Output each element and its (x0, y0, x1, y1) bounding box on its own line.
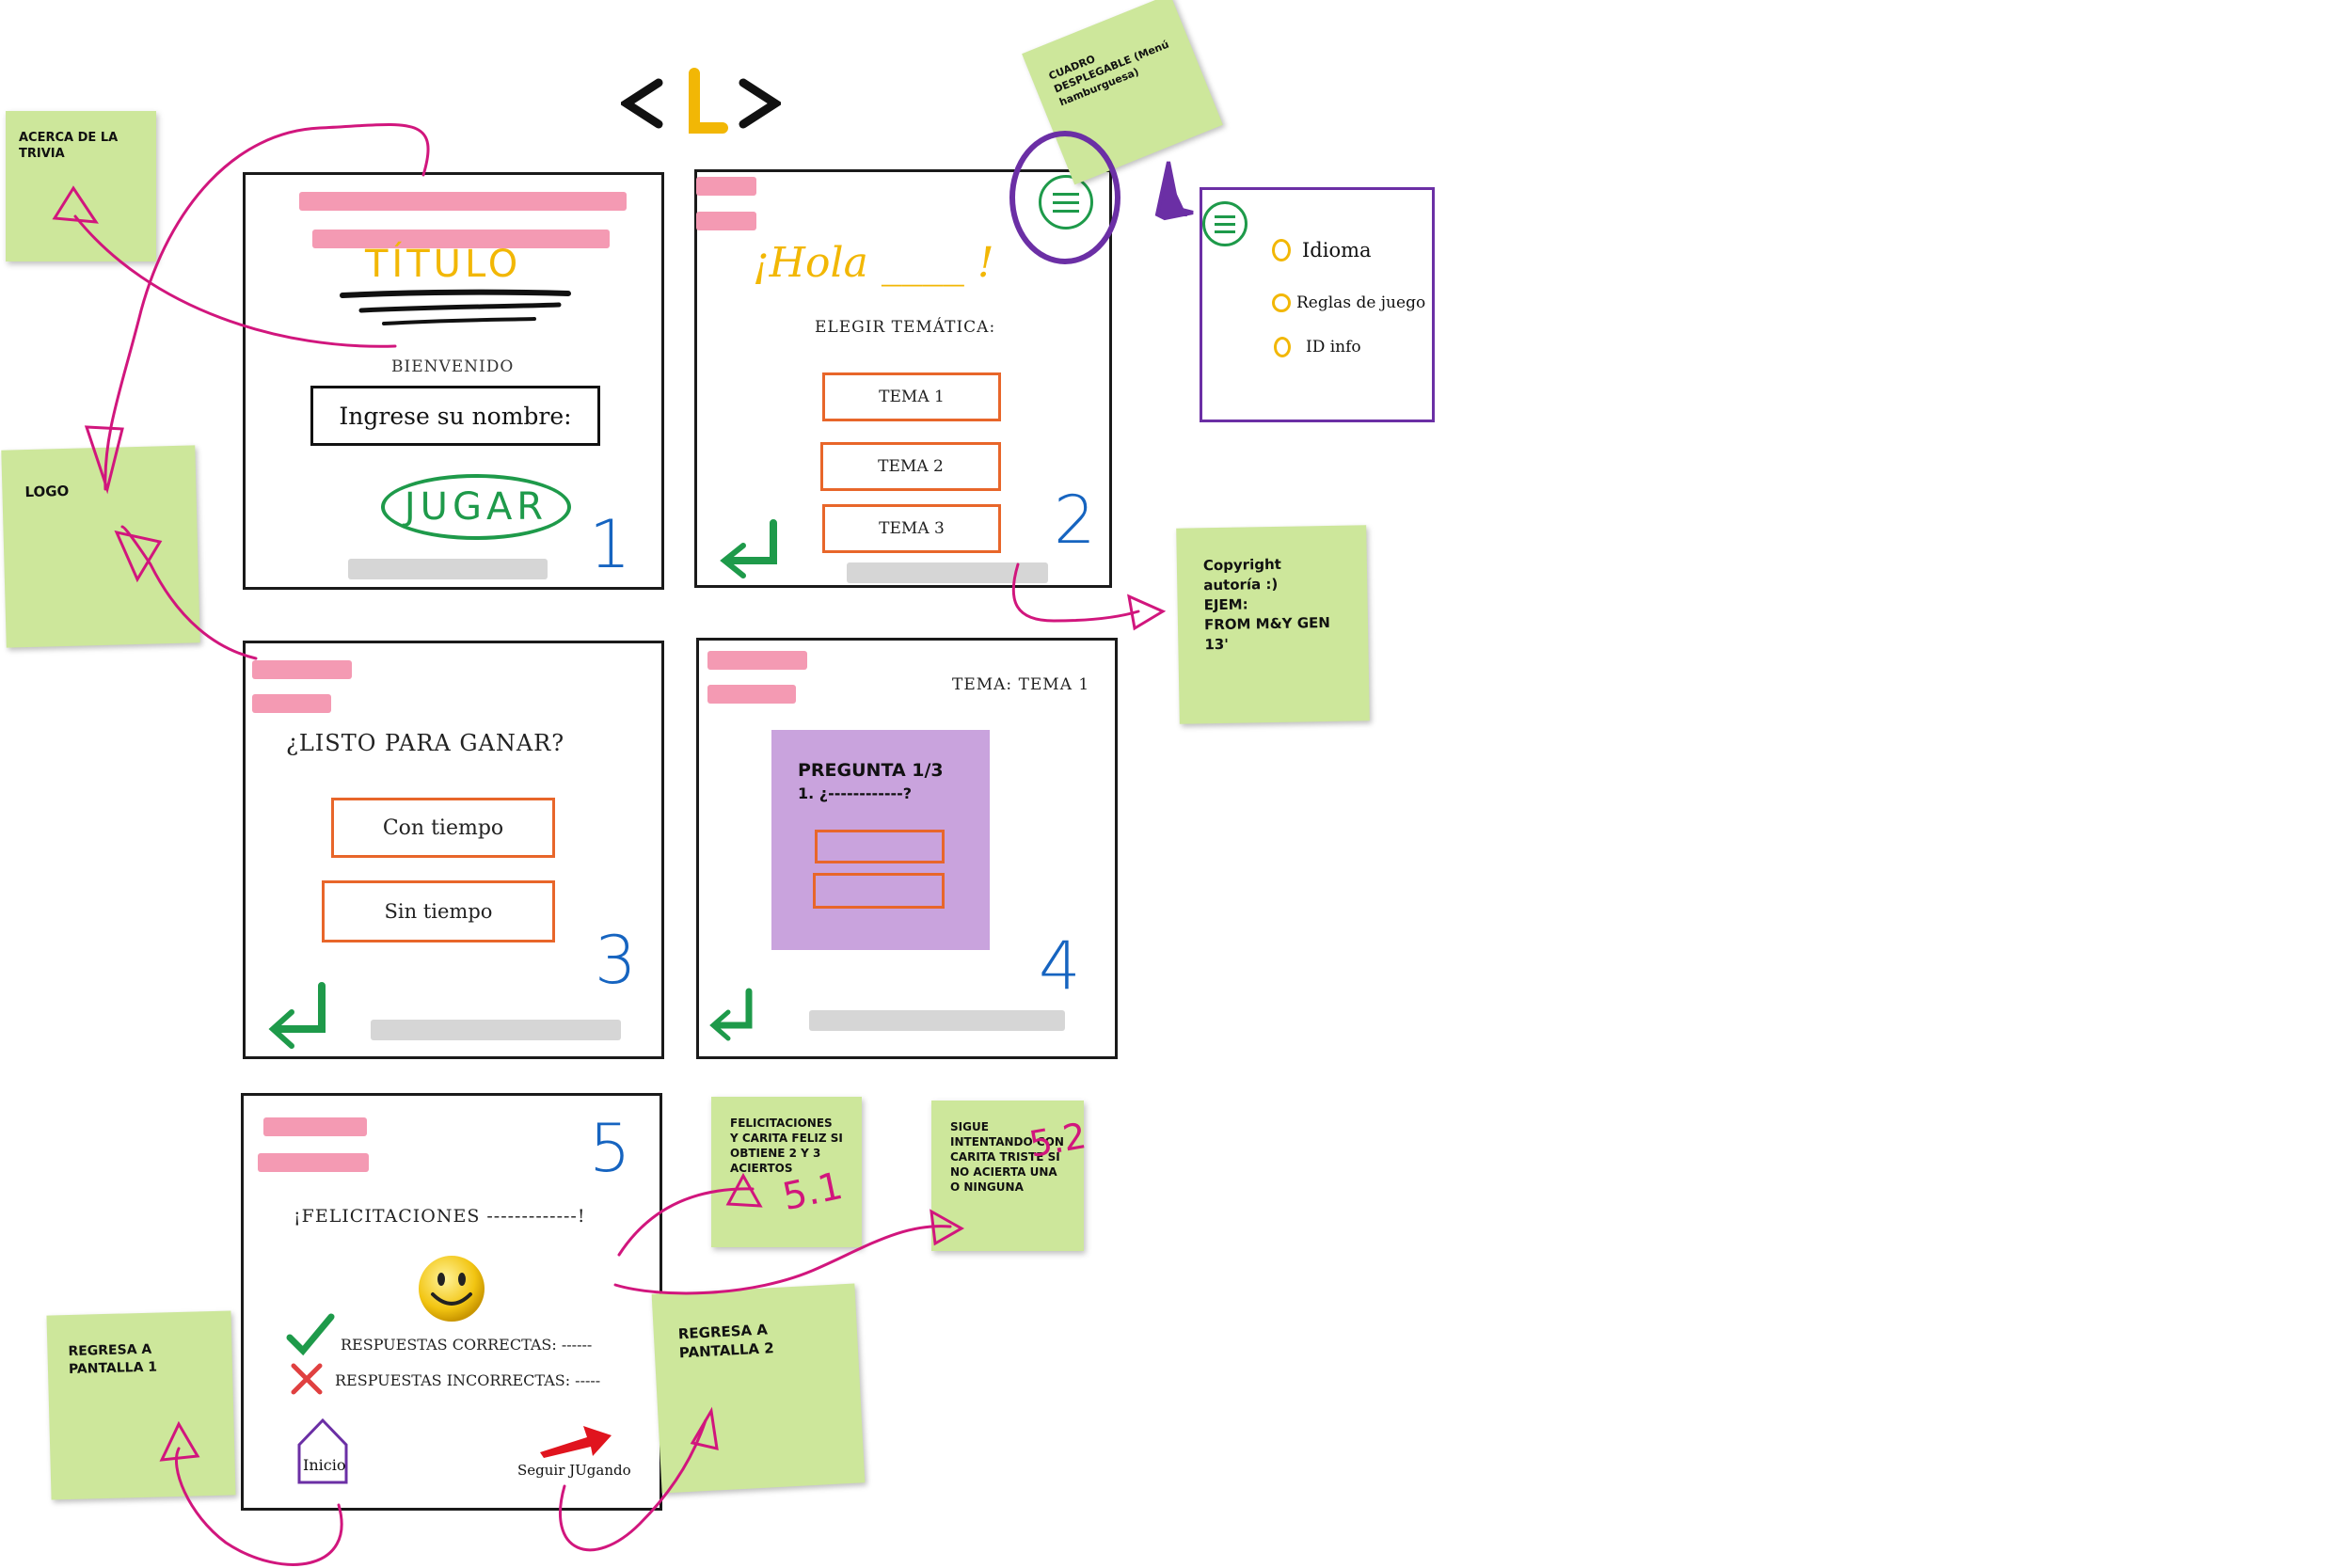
menu-item-label: Reglas de juego (1296, 293, 1426, 312)
title-underline (340, 289, 571, 325)
footer-bar (809, 1010, 1065, 1031)
note-text: SIGUE INTENTANDO CON CARITA TRISTE SI NO… (950, 1120, 1064, 1194)
topic-button-1[interactable]: TEMA 1 (822, 372, 1001, 421)
note-text: FELICITACIONES Y CARITA FELIZ SI OBTIENE… (730, 1117, 843, 1175)
footer-bar (847, 562, 1048, 583)
back-arrow-icon[interactable] (715, 519, 790, 581)
greeting-text: ¡Hola ____ ! (753, 239, 994, 287)
check-icon (286, 1313, 335, 1356)
note-about-trivia: ACERCA DE LA TRIVIA (6, 111, 156, 261)
continue-label: Seguir JUgando (517, 1462, 631, 1479)
play-button[interactable]: JUGAR (381, 474, 571, 540)
question-card (771, 730, 990, 950)
name-input-label: Ingrese su nombre: (339, 402, 572, 430)
without-time-button[interactable]: Sin tiempo (322, 880, 555, 942)
screen-number: 2 (1054, 482, 1096, 559)
header-bar (299, 192, 627, 211)
topic-button-3[interactable]: TEMA 3 (822, 504, 1001, 553)
radio-icon (1272, 293, 1291, 312)
note-line: FROM M&Y GEN (1203, 613, 1331, 634)
menu-item-id-info[interactable]: ID info (1274, 337, 1361, 357)
question-title: PREGUNTA 1/3 (798, 760, 944, 781)
note-text: REGRESA A PANTALLA 1 (68, 1341, 158, 1378)
menu-item-label: Idioma (1302, 239, 1372, 261)
screen-number: 5 (589, 1110, 631, 1187)
note-line: autoría :) (1203, 575, 1279, 594)
answer-option-2[interactable] (813, 873, 945, 909)
back-arrow-icon[interactable] (704, 988, 762, 1042)
right-arrow-icon (540, 1426, 612, 1458)
note-line: EJEM: (1203, 595, 1248, 614)
note-line: Copyright (1202, 555, 1282, 575)
header-bar (696, 212, 756, 230)
name-input[interactable]: Ingrese su nombre: (310, 386, 600, 446)
header-bar (707, 685, 796, 704)
radio-icon (1272, 239, 1291, 261)
question-text: 1. ¿------------? (798, 784, 913, 802)
choose-topic-label: ELEGIR TEMÁTICA: (815, 318, 996, 337)
menu-item-label: ID info (1306, 338, 1361, 356)
menu-panel-icon (1202, 201, 1248, 246)
cross-icon (291, 1363, 323, 1395)
note-logo: LOGO (1, 445, 200, 648)
topic-button-label: TEMA 3 (879, 519, 945, 538)
note-text: CUADRO DESPLEGABLE (Menú hamburguesa) (1046, 38, 1171, 109)
welcome-text: BIENVENIDO (391, 357, 515, 376)
note-line: 13' (1204, 635, 1229, 654)
play-button-label: JUGAR (404, 485, 548, 529)
incorrect-answers: RESPUESTAS INCORRECTAS: ----- (335, 1371, 601, 1389)
menu-panel (1200, 187, 1435, 422)
screen-number: 1 (589, 506, 631, 583)
with-time-button[interactable]: Con tiempo (331, 798, 555, 858)
header-bar (707, 651, 807, 670)
back-arrow-icon[interactable] (263, 982, 339, 1052)
answer-option-1[interactable] (815, 830, 945, 863)
hamburger-menu-icon[interactable] (1039, 175, 1093, 230)
topic-button-label: TEMA 2 (878, 457, 944, 476)
note-happy-face: FELICITACIONES Y CARITA FELIZ SI OBTIENE… (711, 1097, 862, 1247)
header-bar (258, 1153, 369, 1172)
logo (621, 68, 781, 134)
ready-heading: ¿LISTO PARA GANAR? (286, 730, 565, 756)
screen-number: 4 (1039, 927, 1081, 1005)
option-label: Con tiempo (382, 816, 504, 840)
header-bar (263, 1117, 367, 1136)
note-text: LOGO (24, 482, 70, 501)
note-copyright: Copyright autoría :) EJEM: FROM M&Y GEN … (1176, 525, 1370, 724)
screen-number: 3 (595, 922, 637, 999)
note-back-to-screen-1: REGRESA A PANTALLA 1 (46, 1310, 236, 1500)
radio-icon (1274, 337, 1291, 357)
home-button[interactable]: Inicio (295, 1417, 350, 1486)
menu-item-language[interactable]: Idioma (1272, 239, 1372, 261)
home-label: Inicio (303, 1456, 346, 1474)
topic-button-2[interactable]: TEMA 2 (820, 442, 1001, 491)
header-bar (252, 694, 331, 713)
note-dropdown: CUADRO DESPLEGABLE (Menú hamburguesa) (1022, 0, 1223, 185)
menu-item-rules[interactable]: Reglas de juego (1272, 293, 1425, 312)
note-text: REGRESA A PANTALLA 2 (677, 1321, 775, 1362)
footer-bar (371, 1020, 621, 1040)
note-text: ACERCA DE LA TRIVIA (19, 131, 119, 161)
option-label: Sin tiempo (384, 900, 493, 923)
header-bar (252, 660, 352, 679)
smiley-face-icon (419, 1256, 485, 1322)
topic-button-label: TEMA 1 (879, 388, 945, 406)
title-text: TÍTULO (365, 243, 522, 286)
congrats-text: ¡FELICITACIONES -------------! (294, 1206, 586, 1227)
header-bar (696, 177, 756, 196)
correct-answers: RESPUESTAS CORRECTAS: ------ (341, 1336, 593, 1354)
continue-playing-button[interactable]: Seguir JUgando (516, 1420, 647, 1486)
topic-label: TEMA: TEMA 1 (952, 675, 1090, 694)
home-icon (297, 1418, 348, 1484)
footer-bar (348, 559, 548, 579)
note-back-to-screen-2: REGRESA A PANTALLA 2 (651, 1283, 866, 1494)
